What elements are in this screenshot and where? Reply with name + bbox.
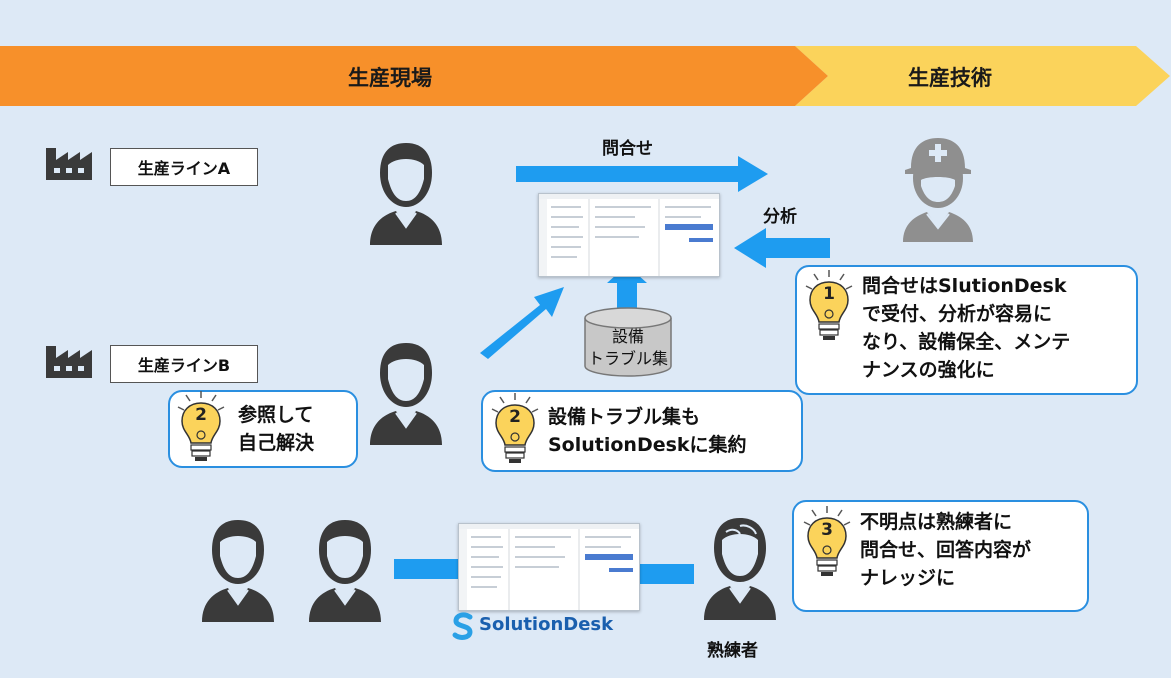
database-cylinder-icon	[584, 307, 672, 377]
factory-icon	[46, 148, 92, 180]
database-label: 設備 トラブル集	[587, 327, 668, 368]
callout-2a-text: 参照して 自己解決	[238, 404, 315, 454]
solutiondesk-logo-text: SolutionDesk	[479, 614, 614, 635]
banner-left-segment	[0, 46, 828, 106]
person-icon	[370, 343, 442, 445]
banner-right-label: 生産技術	[908, 66, 992, 90]
app-screenshot-bottom	[458, 523, 640, 611]
app-screenshot-top	[538, 193, 720, 277]
banner-left-label: 生産現場	[348, 66, 432, 90]
callout-3	[792, 500, 1089, 612]
banner-right-segment	[795, 46, 1170, 106]
analysis-arrow-label: 分析	[763, 207, 797, 227]
lightbulb-icon	[491, 393, 539, 463]
solutiondesk-logo-icon	[452, 612, 473, 640]
lightbulb-icon	[177, 391, 225, 461]
analysis-arrow	[734, 228, 830, 268]
factory-icon	[46, 346, 92, 378]
callout-3-number: 3	[821, 520, 833, 540]
callout-1-number: 1	[823, 284, 835, 304]
person-icon	[309, 520, 381, 622]
lightbulb-icon	[805, 270, 853, 340]
inquiry-arrow-label: 問合せ	[602, 139, 653, 159]
callout-3-text: 不明点は熟練者に 問合せ、回答内容が ナレッジに	[860, 511, 1032, 589]
callout-2b-text: 設備トラブル集も SolutionDeskに集約	[548, 406, 747, 456]
person-icon	[370, 143, 442, 245]
lightbulb-icon	[803, 506, 851, 576]
line-b-label: 生産ラインB	[110, 345, 258, 383]
callout-2b	[481, 390, 803, 472]
person-icon	[202, 520, 274, 622]
callout-1	[795, 265, 1138, 395]
inquiry-arrow	[516, 156, 768, 192]
upload-arrow	[607, 265, 647, 313]
callout-2a-number: 2	[195, 405, 207, 425]
app-ui-thumbnail	[459, 524, 639, 610]
engineer-helmet-icon	[903, 138, 973, 242]
callout-1-text: 問合せはSlutionDesk で受付、分析が容易に なり、設備保全、メンテ ナ…	[862, 275, 1071, 381]
app-ui-thumbnail	[539, 194, 719, 276]
expert-label: 熟練者	[707, 641, 758, 661]
line-a-label: 生産ラインA	[110, 148, 258, 186]
callout-2b-number: 2	[509, 407, 521, 427]
diagonal-arrow	[480, 287, 564, 359]
expert-person-icon	[704, 518, 776, 620]
